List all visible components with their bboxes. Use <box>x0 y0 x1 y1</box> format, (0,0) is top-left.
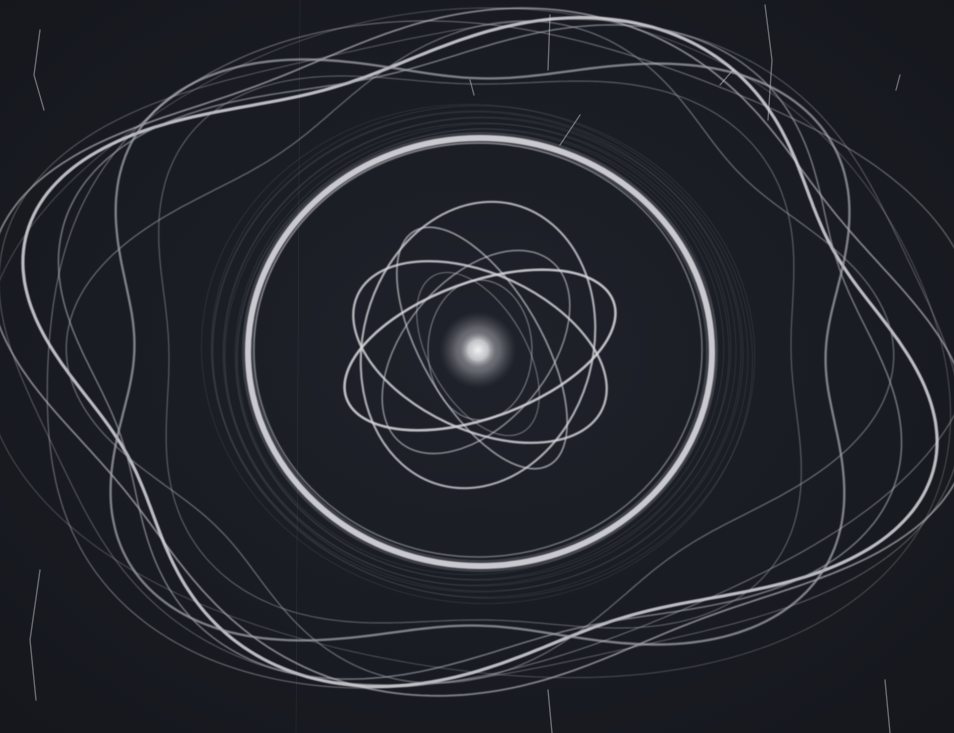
nucleus <box>440 312 516 388</box>
